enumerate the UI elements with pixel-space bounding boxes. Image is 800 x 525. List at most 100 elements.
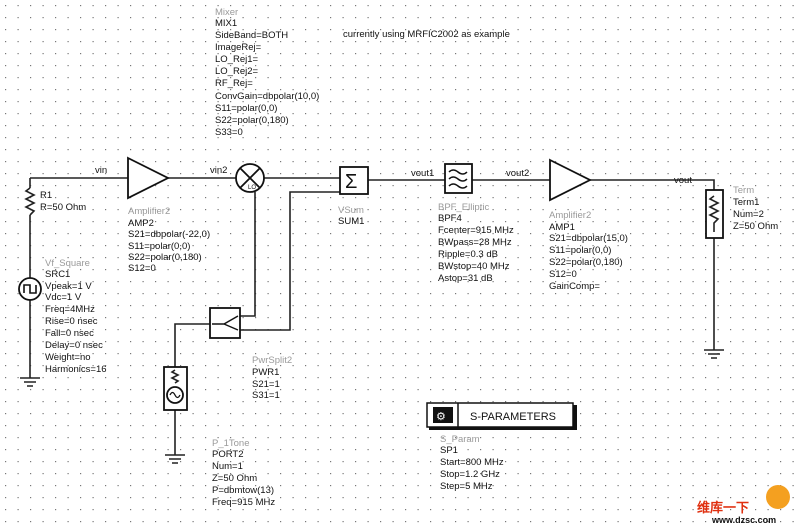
svg-text:Rise=0 nsec: Rise=0 nsec	[45, 316, 98, 327]
svg-text:Freq=4MHz: Freq=4MHz	[45, 304, 95, 315]
svg-text:S21=dbpolar(-22,0): S21=dbpolar(-22,0)	[128, 229, 210, 240]
svg-text:Z=50 Ohm: Z=50 Ohm	[212, 473, 257, 484]
svg-text:S22=polar(0,180): S22=polar(0,180)	[128, 252, 202, 263]
s-parameters-controller[interactable]: ⚙ S-PARAMETERS	[426, 402, 577, 430]
svg-text:PwrSplit2: PwrSplit2	[252, 355, 292, 366]
svg-text:S11=polar(0,0): S11=polar(0,0)	[128, 241, 190, 252]
svg-text:Fall=0 nsec: Fall=0 nsec	[45, 328, 94, 339]
svg-text:Amplifier2: Amplifier2	[128, 206, 170, 217]
svg-text:P=dbmtow(13): P=dbmtow(13)	[212, 485, 274, 496]
svg-text:AMP2: AMP2	[128, 218, 154, 229]
square-source-src1[interactable]	[18, 277, 42, 301]
svg-text:Freq=915 MHz: Freq=915 MHz	[212, 497, 275, 508]
svg-text:AMP1: AMP1	[549, 222, 575, 233]
svg-text:Delay=0 nsec: Delay=0 nsec	[45, 340, 103, 351]
svg-text:S33=0: S33=0	[215, 127, 243, 138]
svg-text:Vdc=1 V: Vdc=1 V	[45, 292, 82, 303]
svg-text:LO_Rej1=: LO_Rej1=	[215, 54, 258, 65]
net-label-vout: vout	[674, 175, 692, 186]
svg-text:Vf_Square: Vf_Square	[45, 258, 90, 269]
svg-text:Ripple=0.3 dB: Ripple=0.3 dB	[438, 249, 498, 260]
svg-text:Start=800 MHz: Start=800 MHz	[440, 457, 504, 468]
svg-text:S11=polar(0,0): S11=polar(0,0)	[549, 245, 611, 256]
bpf4-params: BPF_Elliptic BPF4 Fcenter=915 MHz BWpass…	[438, 202, 514, 284]
svg-text:S-PARAMETERS: S-PARAMETERS	[470, 411, 556, 423]
svg-text:Num=2: Num=2	[733, 209, 764, 220]
svg-text:Σ: Σ	[345, 171, 357, 193]
svg-text:S21=dbpolar(15,0): S21=dbpolar(15,0)	[549, 233, 628, 244]
svg-text:LO: LO	[248, 185, 256, 191]
svg-text:MIX1: MIX1	[215, 18, 237, 29]
svg-text:ConvGain=dbpolar(10,0): ConvGain=dbpolar(10,0)	[215, 91, 319, 102]
svg-text:SRC1: SRC1	[45, 269, 70, 280]
bandpass-filter-bpf4[interactable]	[444, 163, 473, 194]
svg-text:Mixer: Mixer	[215, 7, 238, 18]
wires	[29, 177, 715, 455]
svg-text:PORT2: PORT2	[212, 449, 244, 460]
svg-text:S12=0: S12=0	[128, 263, 156, 274]
svg-text:S11=polar(0,0): S11=polar(0,0)	[215, 103, 277, 114]
ground-symbol	[704, 349, 724, 359]
svg-text:LO_Rej2=: LO_Rej2=	[215, 66, 258, 77]
power-splitter-pwr1[interactable]	[209, 307, 241, 339]
note-text: currently using MRFIC2002 as example	[343, 29, 510, 40]
sum-name: SUM1	[338, 216, 364, 227]
ground-symbol	[20, 377, 40, 387]
svg-text:BWpass=28 MHz: BWpass=28 MHz	[438, 237, 512, 248]
resistor-r1[interactable]	[24, 187, 36, 216]
mixer-symbol[interactable]: LO	[235, 163, 265, 193]
pwr1-params: PwrSplit2 PWR1 S21=1 S31=1	[252, 355, 292, 401]
amplifier-amp1[interactable]	[549, 158, 593, 202]
svg-text:S_Param: S_Param	[440, 434, 480, 445]
svg-text:BPF_Elliptic: BPF_Elliptic	[438, 202, 489, 213]
svg-text:Term: Term	[733, 185, 754, 196]
svg-text:Vpeak=1 V: Vpeak=1 V	[45, 281, 92, 292]
amp1-params: Amplifier2 AMP1 S21=dbpolar(15,0) S11=po…	[549, 210, 628, 292]
tone-port-port2[interactable]	[163, 366, 188, 411]
ground-symbol	[165, 454, 185, 464]
svg-text:Num=1: Num=1	[212, 461, 243, 472]
amplifier-amp2[interactable]	[127, 156, 171, 200]
r1-name: R1	[40, 190, 52, 201]
net-label-vin: vin	[95, 165, 107, 176]
svg-text:S31=1: S31=1	[252, 390, 280, 401]
svg-text:Amplifier2: Amplifier2	[549, 210, 591, 221]
net-label-vin2: vin2	[210, 165, 227, 176]
svg-text:www.dzsc.com: www.dzsc.com	[711, 515, 776, 525]
summer-sum1[interactable]: Σ	[339, 166, 369, 195]
svg-text:Stop=1.2 GHz: Stop=1.2 GHz	[440, 469, 500, 480]
svg-text:Weight=no: Weight=no	[45, 352, 91, 363]
svg-text:Fcenter=915 MHz: Fcenter=915 MHz	[438, 225, 514, 236]
svg-text:ImageRej=: ImageRej=	[215, 42, 262, 53]
svg-text:SideBand=BOTH: SideBand=BOTH	[215, 30, 288, 41]
svg-text:维库一下: 维库一下	[697, 500, 749, 515]
sparam-params: S_Param SP1 Start=800 MHz Stop=1.2 GHz S…	[440, 434, 504, 492]
svg-text:BWstop=40 MHz: BWstop=40 MHz	[438, 261, 510, 272]
svg-text:Step=5 MHz: Step=5 MHz	[440, 481, 493, 492]
net-label-vout2: vout2	[506, 168, 529, 179]
src1-params: Vf_Square SRC1 Vpeak=1 V Vdc=1 V Freq=4M…	[45, 258, 107, 375]
svg-text:Z=50 Ohm: Z=50 Ohm	[733, 221, 778, 232]
svg-text:SP1: SP1	[440, 445, 458, 456]
amp2-params: Amplifier2 AMP2 S21=dbpolar(-22,0) S11=p…	[128, 206, 210, 274]
svg-text:S21=1: S21=1	[252, 379, 280, 390]
termination-term1[interactable]	[705, 189, 724, 239]
term1-params: Term Term1 Num=2 Z=50 Ohm	[733, 185, 778, 232]
mixer-params: Mixer MIX1 SideBand=BOTH ImageRej= LO_Re…	[215, 7, 319, 138]
svg-text:Term1: Term1	[733, 197, 759, 208]
svg-text:Harmonics=16: Harmonics=16	[45, 364, 107, 375]
svg-text:PWR1: PWR1	[252, 367, 279, 378]
net-label-vout1: vout1	[411, 168, 434, 179]
watermark-logo: 维库一下 www.dzsc.com	[697, 485, 790, 525]
sum-type: VSum	[338, 205, 364, 216]
svg-text:Astop=31 dB: Astop=31 dB	[438, 273, 493, 284]
svg-text:S22=polar(0,180): S22=polar(0,180)	[549, 257, 623, 268]
svg-text:GainComp=: GainComp=	[549, 281, 600, 292]
svg-text:⚙: ⚙	[436, 411, 446, 423]
sparam-icon: ⚙	[433, 407, 453, 423]
r1-value: R=50 Ohm	[40, 202, 86, 213]
svg-text:P_1Tone: P_1Tone	[212, 438, 250, 449]
port2-params: P_1Tone PORT2 Num=1 Z=50 Ohm P=dbmtow(13…	[212, 438, 275, 508]
